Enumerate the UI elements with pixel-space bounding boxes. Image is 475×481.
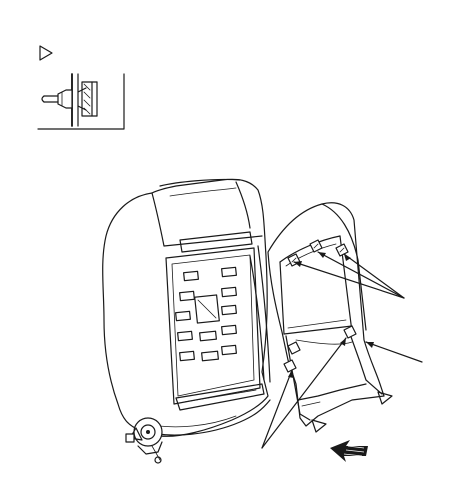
recliner-mechanism [125,417,163,464]
seat-back-frame [102,178,271,464]
frame-slots [175,266,237,362]
detail-frame [37,73,125,130]
cover-outline [267,202,385,427]
triangle-marker-icon [311,419,327,433]
front-direction-arrow-icon [330,440,368,462]
cover-clips [283,239,357,373]
side-edge-callout [365,341,423,363]
seat-back-outline [102,178,269,437]
clip-fastener-detail [41,73,98,127]
detail-view [37,73,125,130]
upper-clips-callout [293,251,405,299]
seat-back-cover [267,202,385,427]
triangle-marker-icon [377,391,393,405]
lower-clips-callout [261,337,347,449]
legend-triangle-icon [39,45,53,61]
